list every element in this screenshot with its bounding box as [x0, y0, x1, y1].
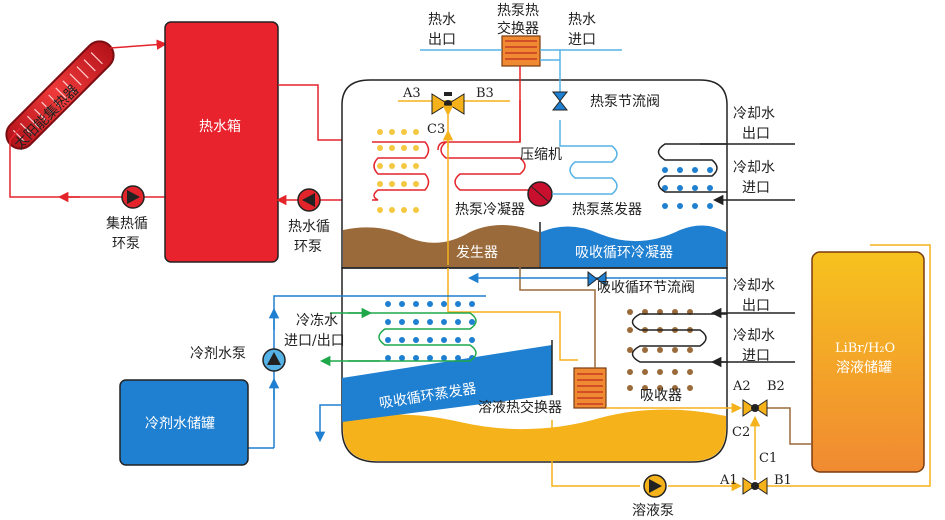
solution-out-pipe: [551, 420, 640, 487]
solution-pump[interactable]: [643, 474, 667, 498]
chilled-water-coil: [348, 312, 477, 362]
chilled-water-label-2: 进口/出口: [284, 333, 345, 349]
hp-exchanger-label-2: 交换器: [497, 20, 539, 37]
cooling-in-top-label-1: 冷却水: [733, 160, 775, 176]
abs-condenser-droplets: [662, 167, 713, 209]
generator-droplets: [377, 129, 419, 213]
solar-return-pipe: [9, 127, 165, 198]
hp-condenser-coil: [437, 100, 528, 191]
absorber-coil: [631, 313, 727, 363]
hot-water-tank-label: 热水箱: [199, 119, 241, 135]
abs-throttle-label: 吸收循环节流阀: [597, 280, 695, 296]
refrigerant-drain: [314, 404, 342, 443]
refrigerant-water-pump[interactable]: [262, 348, 286, 372]
valve-2-to-tank: [765, 407, 812, 445]
solution-hx-label: 溶液热交换器: [478, 399, 562, 416]
evaporator-droplets: [385, 301, 475, 361]
cooling-in-top-label-2: 进口: [742, 180, 770, 196]
cooling-out-bot-label-2: 出口: [742, 298, 770, 314]
hot-water-out-label-2: 出口: [428, 32, 456, 48]
hp-exchanger-label-1: 热泵热: [497, 3, 539, 19]
valve-a1-label: A1: [719, 473, 738, 488]
cooling-out-top-label-2: 出口: [742, 126, 770, 142]
solution-pump-label: 溶液泵: [632, 503, 674, 519]
hot-water-pump-label-1: 热水循: [288, 219, 330, 235]
hp-evaporator-coil: [552, 120, 618, 195]
collector-pump-label-2: 环泵: [112, 236, 140, 252]
hot-water-circulation-pump[interactable]: [297, 188, 321, 212]
valve-b1-label: B1: [774, 473, 792, 488]
solution-to-hx: [447, 268, 578, 361]
generator-label: 发生器: [456, 245, 498, 261]
hp-heat-exchanger: [501, 35, 541, 67]
hot-water-tank: 热水箱: [164, 21, 279, 263]
collector-pump-label-1: 集热循: [106, 215, 148, 232]
chilled-water-label-1: 冷冻水: [296, 312, 338, 329]
hot-water-pump-label-2: 环泵: [294, 239, 322, 255]
storage-tank-label-1: LiBr/H₂O: [835, 341, 895, 356]
hp-condenser-label: 热泵冷凝器: [455, 202, 525, 218]
compressor[interactable]: [527, 181, 553, 207]
abs-evaporator-tray: [342, 345, 552, 422]
abs-condenser-liquid: [541, 225, 726, 267]
solution-heat-exchanger: [573, 367, 607, 409]
compressor-label: 压缩机: [520, 147, 562, 163]
valve-1-to-tank: [767, 244, 931, 487]
valve-c3-label: C3: [427, 122, 445, 137]
hp-throttle-valve[interactable]: [551, 91, 569, 111]
cooling-in-bot-label-2: 进口: [742, 348, 770, 364]
valve-a2-label: A2: [732, 379, 751, 394]
three-way-valve-2[interactable]: [742, 399, 768, 417]
collector-circulation-pump[interactable]: [121, 185, 145, 209]
generator-liquid: [343, 225, 539, 267]
hp-evaporator-label: 热泵蒸发器: [572, 202, 642, 218]
storage-tank-label-2: 溶液储罐: [836, 360, 892, 376]
valve-b2-label: B2: [767, 379, 785, 394]
solar-collector: 太阳能集热器: [5, 40, 115, 153]
cooling-out-top-label-1: 冷却水: [733, 106, 775, 122]
hp-throttle-label: 热泵节流阀: [590, 94, 660, 110]
strong-solution-pipe: [519, 250, 596, 368]
generator-coil: [372, 141, 430, 201]
cooling-in-bot-label-1: 冷却水: [733, 328, 775, 344]
valve-a3-label: A3: [402, 86, 421, 101]
solar-supply-pipe: [109, 39, 168, 50]
libr-storage-tank: LiBr/H₂O 溶液储罐: [811, 251, 925, 473]
hot-water-out-label-1: 热水: [428, 12, 456, 28]
absorber-label: 吸收器: [640, 388, 682, 404]
cooling-out-bot-label-1: 冷却水: [733, 278, 775, 294]
main-vessel: [341, 79, 728, 463]
valve-c2-label: C2: [732, 425, 750, 440]
abs-condenser-label: 吸收循环冷凝器: [575, 245, 673, 261]
hot-water-in-label-2: 进口: [568, 32, 596, 48]
valve-c1-label: C1: [759, 451, 777, 466]
three-way-valve-1[interactable]: [742, 477, 768, 495]
refrigerant-pump-label: 冷剂水泵: [190, 346, 246, 362]
valve-b3-label: B3: [476, 86, 494, 101]
solution-liquid: [343, 409, 726, 461]
refrigerant-tank-label: 冷剂水储罐: [145, 416, 215, 432]
abs-throttle-valve[interactable]: [587, 270, 607, 288]
hot-water-in-label-1: 热水: [568, 12, 596, 28]
condenser-cooling-coil: [657, 143, 727, 193]
refrigerant-water-tank: 冷剂水储罐: [119, 379, 249, 466]
